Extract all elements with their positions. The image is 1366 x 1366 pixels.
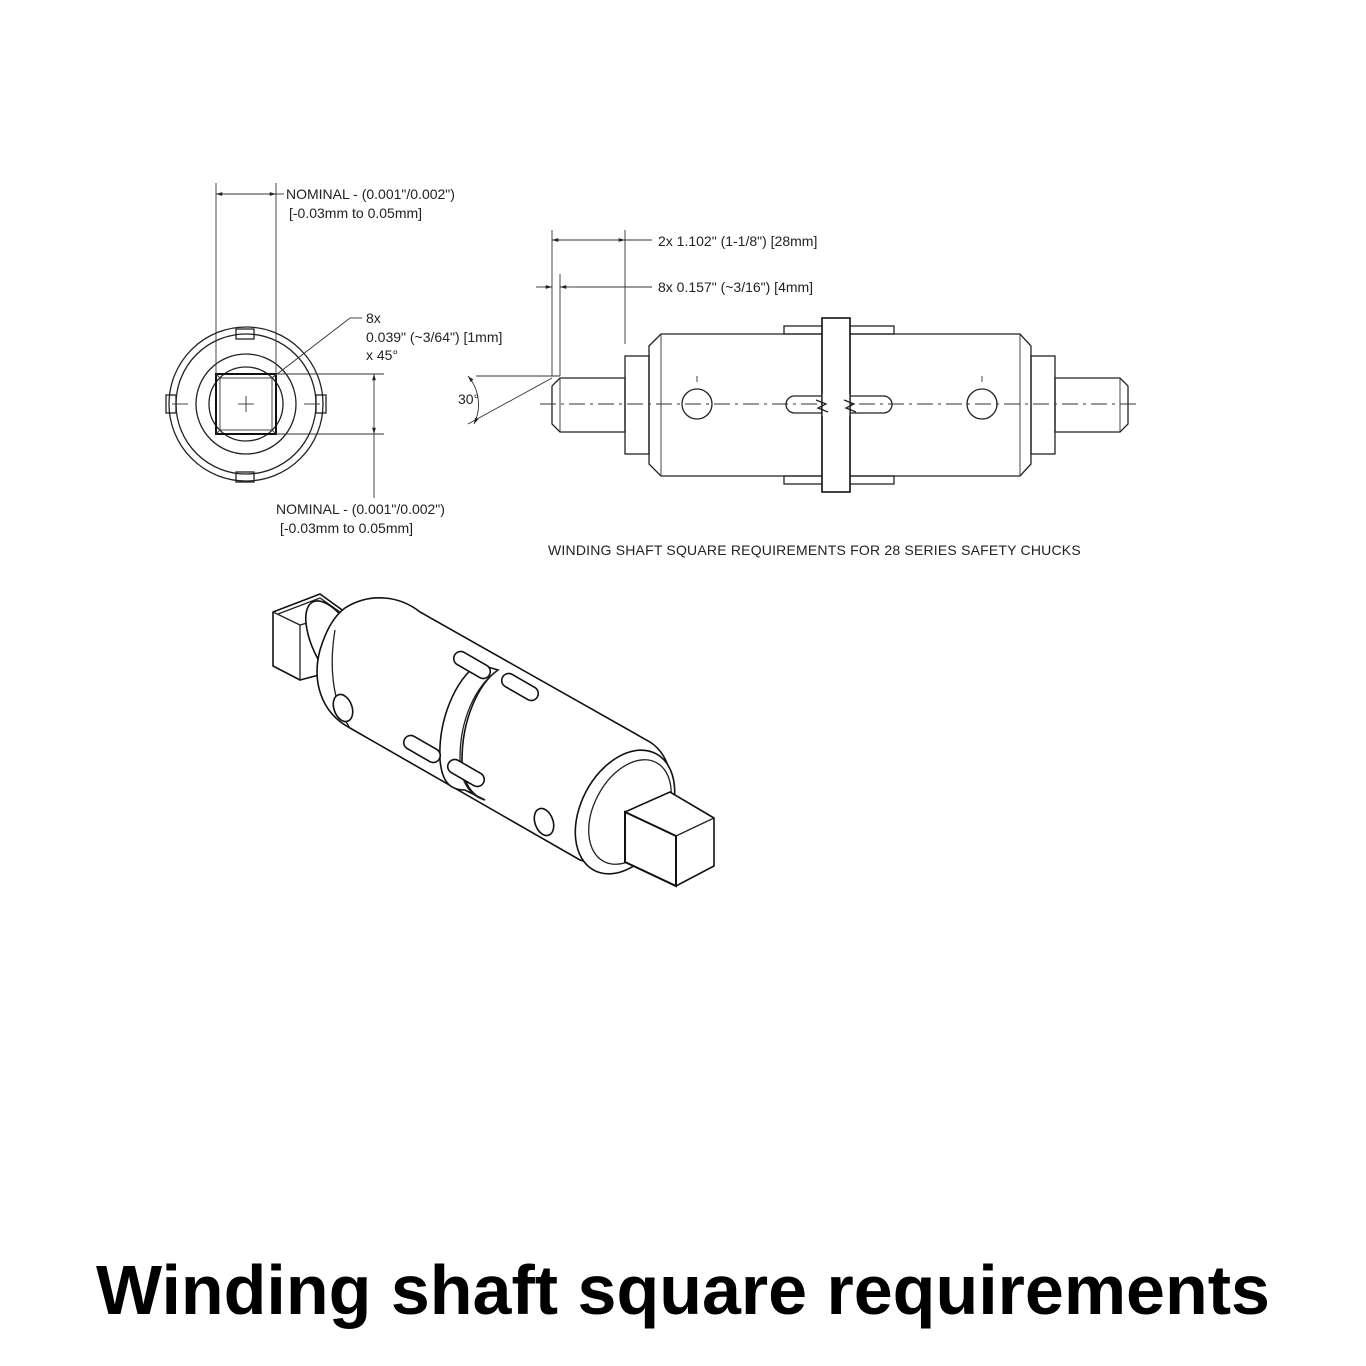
top-nominal-dim-text: NOMINAL - (0.001"/0.002") bbox=[286, 186, 455, 202]
angle-text: 30° bbox=[458, 391, 479, 407]
bottom-nominal-dim-metric: [-0.03mm to 0.05mm] bbox=[280, 520, 413, 536]
length-dim-text: 2x 1.102" (1-1/8") [28mm] bbox=[658, 233, 817, 249]
top-nominal-dim-metric: [-0.03mm to 0.05mm] bbox=[289, 205, 422, 221]
bottom-nominal-dim-text: NOMINAL - (0.001"/0.002") bbox=[276, 501, 445, 517]
isometric-view bbox=[272, 593, 715, 888]
chamfer-angle-text: x 45° bbox=[366, 347, 398, 363]
end-view: NOMINAL - (0.001"/0.002") [-0.03mm to 0.… bbox=[165, 183, 502, 536]
page-title: Winding shaft square requirements bbox=[95, 1251, 1270, 1329]
chamfer-size-text: 0.039" (~3/64") [1mm] bbox=[366, 329, 502, 345]
chamfer-dim-text: 8x 0.157" (~3/16") [4mm] bbox=[658, 279, 813, 295]
drawing-caption: WINDING SHAFT SQUARE REQUIREMENTS FOR 28… bbox=[548, 542, 1081, 558]
chamfer-count-text: 8x bbox=[366, 310, 381, 326]
side-view: 2x 1.102" (1-1/8") [28mm] 8x 0.157" (~3/… bbox=[458, 230, 1140, 558]
